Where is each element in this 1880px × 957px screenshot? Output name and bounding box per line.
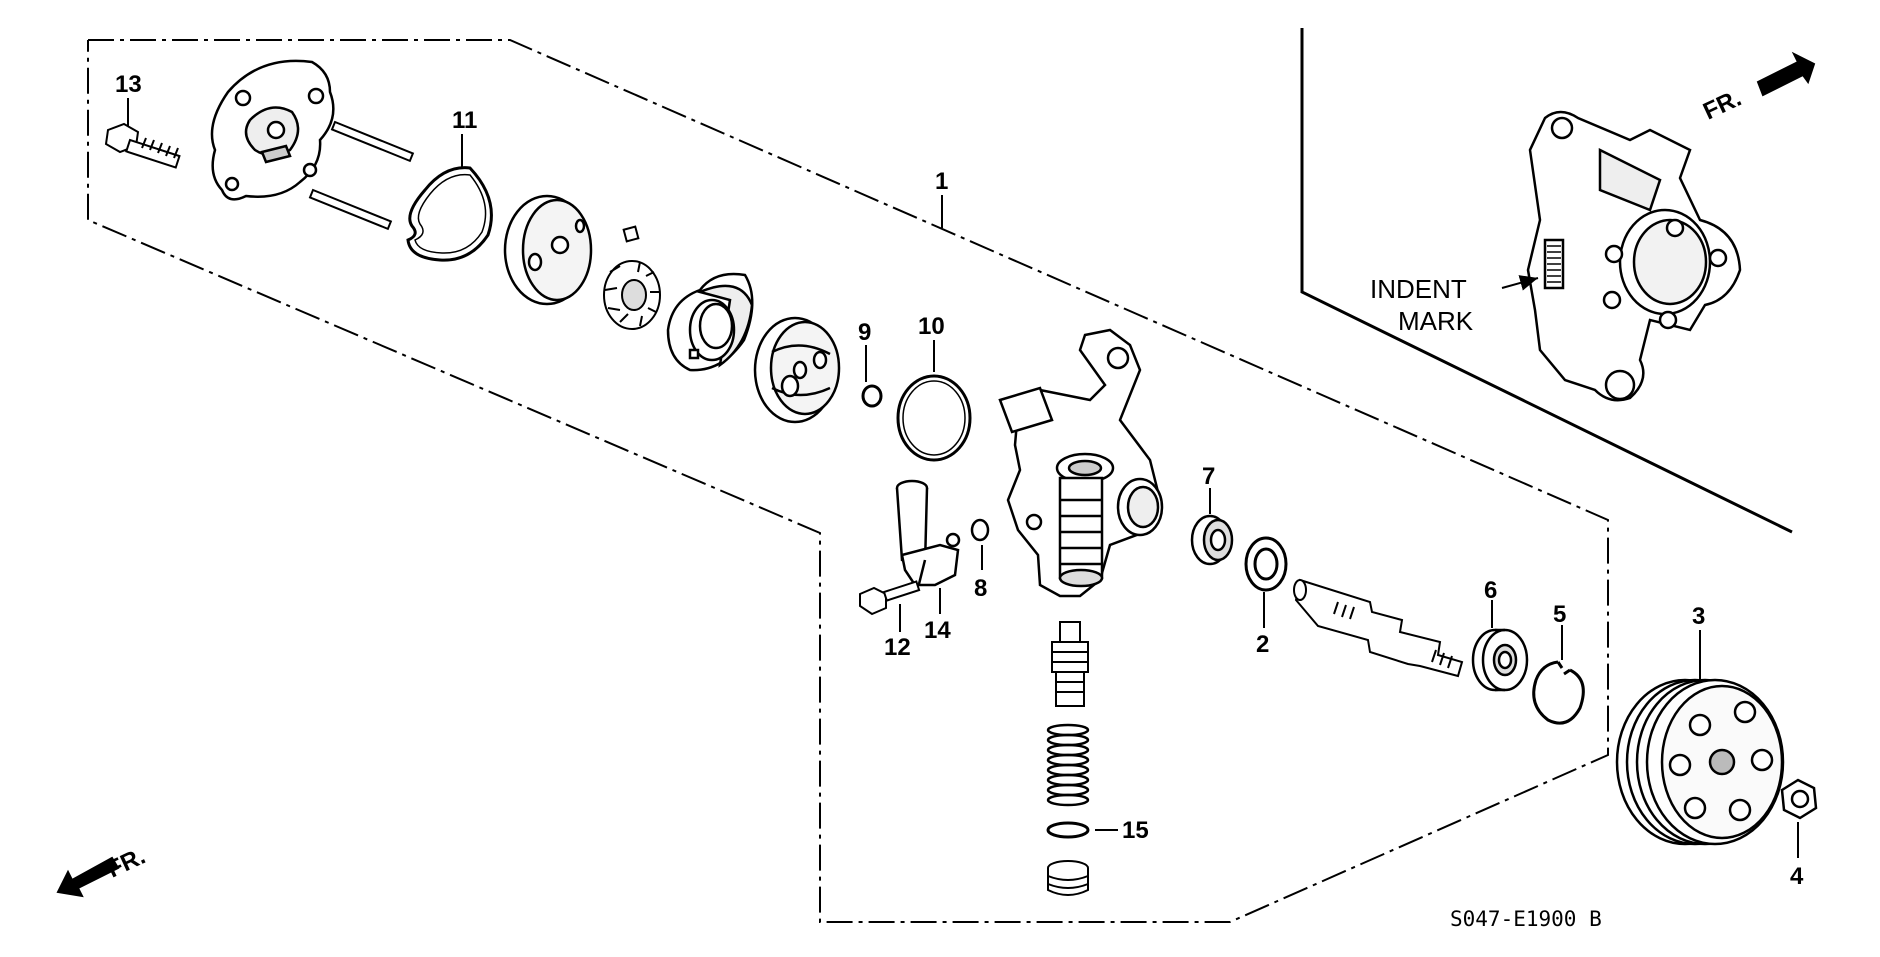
callout-6: 6 (1484, 577, 1497, 604)
diagram-code: S047-E1900 B (1450, 907, 1602, 931)
nut-4-icon (1780, 778, 1818, 820)
callout-9: 9 (858, 319, 871, 346)
pump-housing-inset-icon (1526, 110, 1742, 402)
front-direction-arrow-bottom-icon (56, 856, 120, 898)
callout-15: 15 (1122, 817, 1149, 844)
bolt-13-icon (104, 122, 181, 169)
indent-mark-label-line2: MARK (1398, 306, 1474, 336)
callout-14: 14 (924, 617, 951, 644)
callout-3: 3 (1692, 603, 1705, 630)
cam-ring-icon (666, 272, 754, 372)
washer-8-icon (970, 518, 990, 542)
o-ring-11-icon (406, 166, 493, 262)
callout-10: 10 (918, 313, 945, 340)
washer-2-icon (1244, 536, 1288, 592)
side-plate-icon (503, 194, 593, 306)
inlet-fitting-14-icon (895, 479, 961, 587)
callout-13: 13 (115, 71, 142, 98)
o-ring-10-icon (896, 374, 972, 462)
ball-bearing-6-icon (1471, 628, 1529, 692)
o-ring-15-icon (1046, 821, 1090, 839)
pump-body-icon (998, 328, 1164, 598)
dowel-pins-icon (308, 120, 415, 231)
callout-2: 2 (1256, 631, 1269, 658)
indent-mark-label-line1: INDENT (1370, 274, 1467, 304)
front-direction-arrow-top-icon (1756, 51, 1816, 97)
callout-11: 11 (452, 107, 477, 134)
spring-icon (1046, 723, 1090, 807)
callout-4: 4 (1790, 863, 1804, 890)
leader-lines (127, 98, 1799, 858)
callout-8: 8 (974, 575, 987, 602)
callout-12: 12 (884, 634, 911, 661)
callout-7: 7 (1202, 463, 1215, 490)
o-ring-9-icon (861, 384, 883, 408)
bolt-12-icon (859, 580, 921, 616)
pulley-3-icon (1615, 678, 1785, 846)
snap-ring-5-icon (1532, 660, 1585, 725)
pump-cover-icon (210, 59, 335, 201)
callout-1: 1 (935, 168, 948, 195)
inset-frame (1300, 28, 1793, 534)
assembly-boundary (87, 39, 1609, 923)
plug-icon (1047, 860, 1089, 896)
rotor-icon (603, 225, 661, 330)
front-label-bottom: FR. (103, 843, 149, 884)
pump-shaft-icon (1293, 578, 1464, 678)
oil-seal-7-icon (1190, 514, 1234, 566)
callout-5: 5 (1553, 601, 1566, 628)
flow-control-valve-icon (1051, 621, 1089, 707)
front-label-top: FR. (1699, 85, 1745, 126)
pressure-plate-icon (753, 316, 841, 424)
